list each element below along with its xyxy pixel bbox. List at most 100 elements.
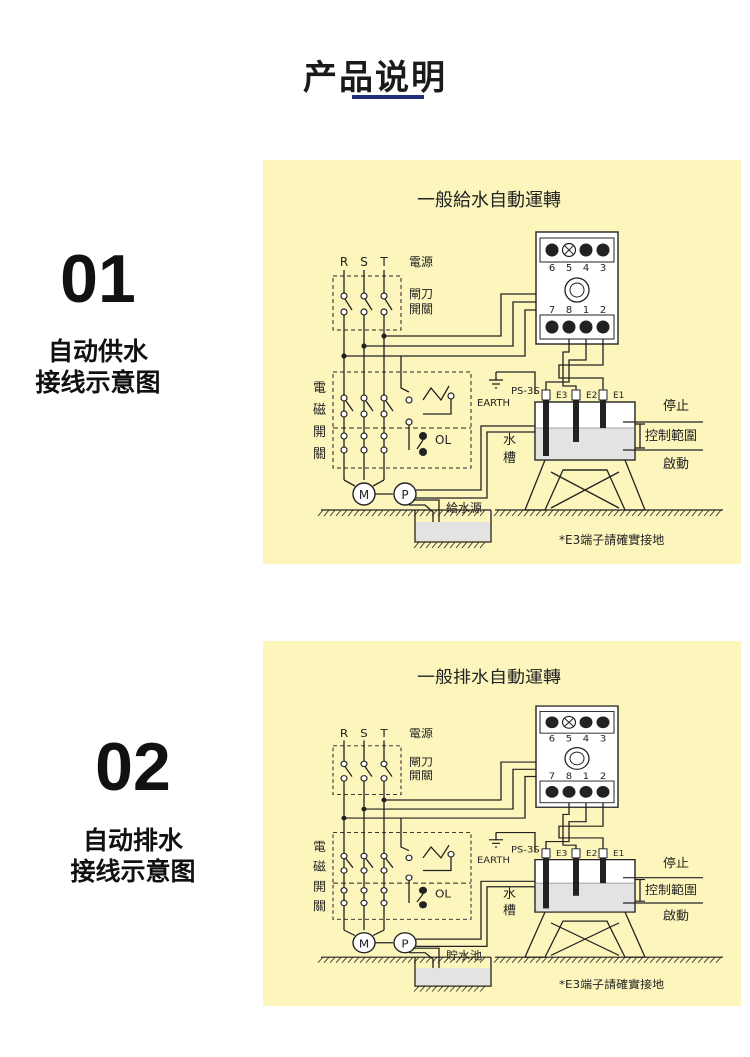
ground-hatch <box>443 985 450 992</box>
ground-hatch <box>553 956 560 963</box>
ground-hatch <box>479 956 486 963</box>
switch-blade <box>344 298 353 311</box>
reservoir-water <box>416 968 490 986</box>
relay-terminal <box>562 786 576 798</box>
ground-hatch <box>455 985 462 992</box>
ground-hatch <box>535 509 542 517</box>
aux-contact <box>405 874 413 881</box>
pipe <box>416 431 535 499</box>
contactor-contact <box>380 867 388 874</box>
ground-hatch <box>595 956 602 963</box>
tank-water <box>536 428 634 459</box>
start-level-label: 啟動 <box>663 908 689 922</box>
electrode-label: E2 <box>586 391 597 401</box>
overload-label: OL <box>435 433 451 447</box>
page-title: 产品说明 <box>303 58 447 98</box>
tank-stand <box>524 911 646 958</box>
ground-hatch <box>437 509 444 517</box>
electrode-holder <box>598 389 608 401</box>
ground-hatch <box>565 509 572 517</box>
diagram-title: 一般給水自動運轉 <box>417 190 561 211</box>
pump-circle <box>393 482 417 506</box>
ground-hatch <box>437 956 444 963</box>
aux-contact <box>405 396 413 404</box>
stop-level-label: 停止 <box>663 398 689 414</box>
ground-hatch <box>419 956 426 963</box>
ground-hatch <box>673 509 680 517</box>
contactor-label: 磁 <box>313 859 326 873</box>
ground-hatch <box>359 956 366 963</box>
pipe <box>409 952 434 971</box>
electrode-wire <box>545 370 570 390</box>
contactor-blade <box>385 400 394 412</box>
ground-hatch <box>455 541 462 549</box>
ground-hatch <box>431 985 438 992</box>
ground-hatch <box>479 985 486 992</box>
ground-hatch <box>407 509 414 517</box>
pump-circle <box>393 932 417 954</box>
overload-contact <box>447 850 455 858</box>
relay-terminal <box>579 243 593 257</box>
relay-terminal <box>545 786 559 798</box>
ground-hatch <box>461 509 468 517</box>
contactor-contact <box>340 410 348 418</box>
aux-wire <box>400 818 410 852</box>
ground-hatch <box>419 541 426 549</box>
power-label: 電源 <box>409 726 434 739</box>
aux-wire <box>400 356 410 393</box>
contactor-label: 電 <box>313 840 326 853</box>
ground-hatch <box>493 509 500 517</box>
ground-hatch <box>329 509 336 517</box>
contactor-contact <box>360 410 368 418</box>
electrode-label: E2 <box>586 849 597 858</box>
terminal-number: 6 <box>549 263 555 274</box>
ground-hatch <box>389 509 396 517</box>
electrode-label: E1 <box>613 391 624 401</box>
ground-hatch <box>685 956 692 963</box>
switch-contact <box>360 775 368 782</box>
terminal-number: 3 <box>600 734 606 744</box>
ground-hatch <box>317 956 324 963</box>
electrode-rod <box>573 857 579 896</box>
ground-hatch <box>697 956 704 963</box>
water-source-label: 給水源 <box>446 501 482 515</box>
ground-hatch <box>401 509 408 517</box>
ground-hatch <box>679 509 686 517</box>
contactor-contact <box>360 852 368 860</box>
switch-label: 開關 <box>409 302 433 316</box>
water-source-label: 貯水池 <box>446 949 482 962</box>
contactor-contact <box>360 887 368 894</box>
relay-terminal <box>562 320 576 334</box>
phase-label: T <box>379 726 388 739</box>
switch-blade <box>384 298 393 311</box>
ground-hatch <box>511 956 518 963</box>
ground-hatch <box>425 985 432 992</box>
ground-hatch <box>473 541 480 549</box>
ground-hatch <box>431 541 438 549</box>
switch-blade <box>344 766 353 777</box>
ground-hatch <box>323 509 330 517</box>
relay-knob <box>564 277 590 303</box>
control-wire <box>562 339 570 370</box>
section-label-line1: 自动排水 <box>82 826 183 855</box>
ground-hatch <box>395 509 402 517</box>
contactor-box <box>332 371 472 469</box>
section-label-line2: 接线示意图 <box>70 857 196 886</box>
ground-hatch <box>425 541 432 549</box>
ground-hatch <box>383 956 390 963</box>
ground-hatch <box>535 956 542 963</box>
overload-wire <box>423 399 452 415</box>
ground-hatch <box>607 509 614 517</box>
contactor-label: 磁 <box>313 403 326 418</box>
section-label: 自动供水 接线示意图 <box>0 336 228 398</box>
ground-hatch <box>511 509 518 517</box>
contactor-contact <box>340 867 348 874</box>
ground-hatch <box>601 509 608 517</box>
pipe <box>413 499 440 525</box>
ground-hatch <box>467 985 474 992</box>
motor-wire <box>372 479 385 487</box>
diagram-title: 一般排水自動運轉 <box>417 668 561 687</box>
contactor-contact <box>380 432 388 440</box>
ground-hatch <box>425 956 432 963</box>
